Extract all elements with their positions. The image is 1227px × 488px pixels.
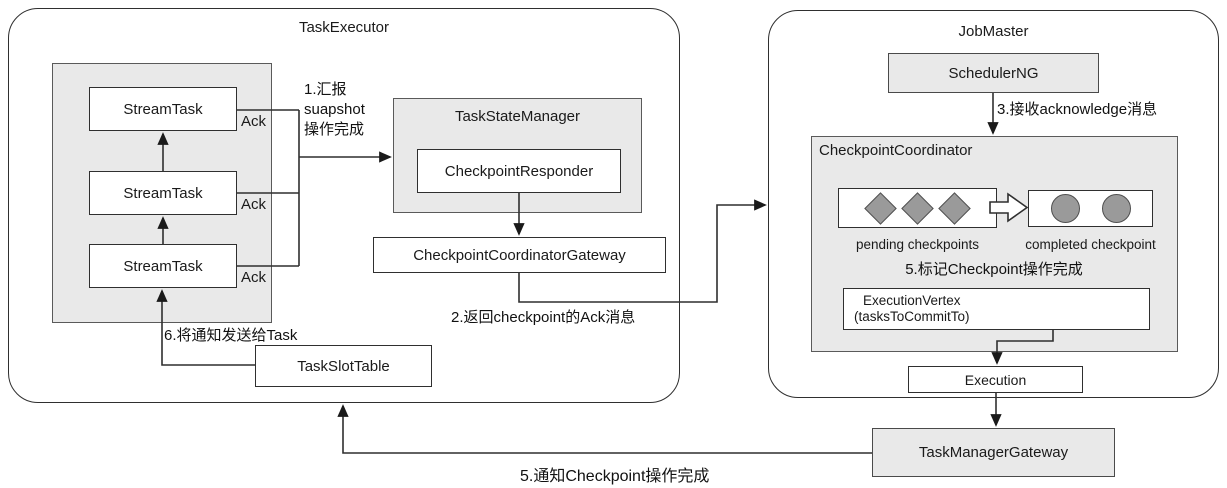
scheduler-ng: SchedulerNG bbox=[888, 53, 1099, 93]
diamond-icon bbox=[938, 191, 971, 225]
execution-vertex-line2: (tasksToCommitTo) bbox=[854, 309, 970, 324]
job-master-container: JobMaster bbox=[768, 10, 1219, 398]
annotation-step2: 2.返回checkpoint的Ack消息 bbox=[451, 309, 636, 326]
annotation-step1: 1.汇报 suapshot 操作完成 bbox=[304, 81, 365, 138]
checkpoint-coordinator-gateway: CheckpointCoordinatorGateway bbox=[373, 237, 666, 273]
pending-checkpoints-label: pending checkpoints bbox=[855, 237, 980, 252]
diamond-icon bbox=[901, 191, 934, 225]
task-executor-title: TaskExecutor bbox=[298, 19, 390, 36]
execution-vertex-label: ExecutionVertex (tasksToCommitTo) bbox=[854, 293, 970, 325]
execution-vertex-slots bbox=[977, 289, 1151, 331]
arrow-step5-gateway-to-task-executor bbox=[337, 404, 872, 454]
stream-task-2: StreamTask bbox=[89, 171, 237, 215]
completed-checkpoint-label: completed checkpoint bbox=[1025, 237, 1156, 252]
execution-vertex-line1: ExecutionVertex bbox=[862, 293, 961, 308]
stream-task-1: StreamTask bbox=[89, 87, 237, 131]
execution-box: Execution bbox=[908, 366, 1083, 393]
task-state-manager-title: TaskStateManager bbox=[454, 108, 581, 125]
diamond-icon bbox=[864, 191, 897, 225]
checkpoint-responder: CheckpointResponder bbox=[417, 149, 621, 193]
task-slot-table: TaskSlotTable bbox=[255, 345, 432, 387]
annotation-step6: 6.将通知发送给Task bbox=[164, 327, 298, 344]
ack-label-3: Ack bbox=[241, 269, 267, 286]
annotation-step5-notify: 5.通知Checkpoint操作完成 bbox=[520, 468, 710, 485]
ack-label-1: Ack bbox=[241, 113, 267, 130]
circle-icon bbox=[1050, 194, 1080, 223]
circle-icon bbox=[1101, 194, 1131, 223]
annotation-step5-mark: 5.标记Checkpoint操作完成 bbox=[905, 261, 1083, 278]
task-manager-gateway: TaskManagerGateway bbox=[872, 428, 1115, 477]
checkpoint-coordinator-title: CheckpointCoordinator bbox=[819, 142, 973, 159]
stream-task-3: StreamTask bbox=[89, 244, 237, 288]
execution-vertex-box: ExecutionVertex (tasksToCommitTo) bbox=[843, 288, 1150, 330]
pending-checkpoints-box bbox=[838, 188, 997, 228]
ack-label-2: Ack bbox=[241, 196, 267, 213]
job-master-title: JobMaster bbox=[958, 23, 1029, 40]
annotation-step3: 3.接收acknowledge消息 bbox=[997, 101, 1158, 118]
completed-checkpoint-box bbox=[1028, 190, 1153, 227]
